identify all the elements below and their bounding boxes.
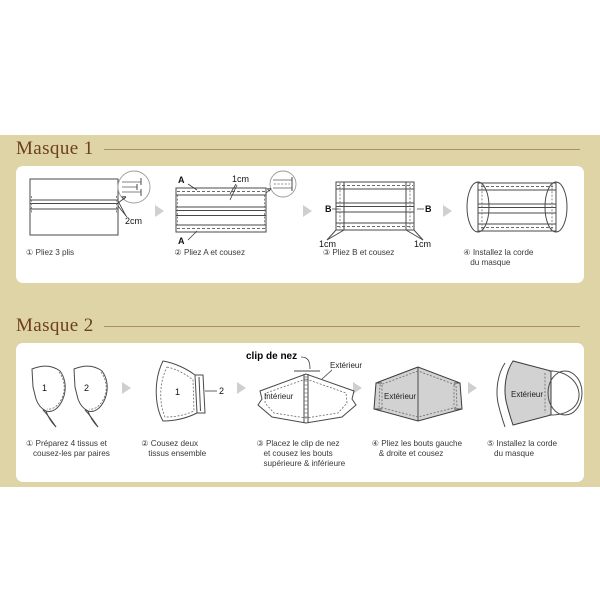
step-2-1-text2: cousez-les par paires [33, 449, 110, 458]
step-2-3: clip de nez [246, 347, 363, 482]
label-piece-1b: 1 [175, 387, 180, 397]
step-1-4-marker: ④ [463, 248, 471, 257]
section-2-steps: 1 2 [16, 343, 584, 482]
step-1-1-text: Pliez 3 plis [35, 248, 75, 257]
step-2-2: 2 1 ② Cousez deux tissus ensemble [137, 347, 232, 482]
step-1-4-text: Installez la corde [472, 248, 534, 257]
label-2cm: 2cm [125, 216, 142, 226]
step-1-3-text: Pliez B et cousez [332, 248, 395, 257]
step-2-3-text3: supérieure & inférieure [263, 459, 346, 468]
section-masque-2: Masque 2 [0, 312, 600, 482]
label-1cm-left: 1cm [319, 239, 336, 249]
step-2-3-caption: ③ Placez le clip de nez et cousez les bo… [252, 439, 345, 469]
section-1-rule [103, 148, 580, 150]
step-2-5-figure: Extérieur [483, 347, 583, 439]
section-2-title: Masque 2 [16, 315, 94, 336]
step-2-4-text2: & droite et cousez [378, 449, 444, 458]
step-2-1-text: Préparez 4 tissus et [35, 439, 107, 448]
step-2-1-marker: ① [26, 439, 34, 448]
arrow-right-triangle-icon-4 [117, 347, 137, 482]
arrow-right-triangle-icon-1 [149, 170, 171, 283]
label-1cm-right: 1cm [414, 239, 431, 249]
label-A-top: A [178, 175, 185, 185]
step-2-4-text: Pliez les bouts gauche [381, 439, 463, 448]
step-1-3-figure: B B 1cm 1cm [319, 170, 438, 249]
step-2-4-figure: Extérieur [368, 347, 463, 439]
section-2-rule [103, 325, 580, 327]
step-2-2-marker: ② [141, 439, 149, 448]
section-1-title: Masque 1 [16, 138, 94, 159]
step-1-1: 2cm ① Pliez 3 plis [22, 170, 151, 283]
step-2-3-text2: et cousez les bouts [263, 449, 333, 458]
section-2-card: 1 2 [16, 343, 584, 482]
step-1-2: A A 1cm [170, 170, 297, 283]
label-exterieur-5: Extérieur [511, 390, 543, 399]
label-B-left: B [325, 204, 332, 214]
step-1-3-marker: ③ [322, 248, 331, 257]
step-2-5-text: Installez la corde [496, 439, 558, 448]
label-piece-2b: 2 [219, 386, 224, 396]
section-2-header: Masque 2 [16, 312, 584, 340]
arrow-right-triangle-icon-5 [232, 347, 252, 482]
step-1-4-text2: du masque [470, 258, 511, 267]
step-2-1-caption: ① Préparez 4 tissus et cousez-les par pa… [22, 439, 110, 459]
step-2-2-text2: tissus ensemble [148, 449, 207, 458]
step-2-5-caption: ⑤ Installez la corde du masque [483, 439, 557, 459]
step-2-5-text2: du masque [493, 449, 534, 458]
step-2-4: Extérieur ④ Pliez les bouts gauche & dro… [368, 347, 463, 482]
instructions-panel: Masque 1 [0, 135, 600, 487]
step-2-1-figure: 1 2 [22, 347, 117, 439]
step-1-3: B B 1cm 1cm ③ Pliez B et cousez [319, 170, 438, 283]
step-2-3-text: Placez le clip de nez [266, 439, 340, 448]
label-A-bottom: A [178, 236, 185, 246]
arrow-right-triangle-icon-2 [297, 170, 319, 283]
step-2-3-marker: ③ [256, 439, 264, 448]
label-piece-2: 2 [84, 383, 89, 393]
step-2-4-marker: ④ [371, 439, 379, 448]
label-piece-1: 1 [42, 383, 47, 393]
section-1-card: 2cm ① Pliez 3 plis [16, 166, 584, 283]
step-2-1: 1 2 [22, 347, 117, 482]
section-1-steps: 2cm ① Pliez 3 plis [16, 166, 584, 283]
label-clip-de-nez: clip de nez [246, 351, 297, 362]
arrow-right-triangle-icon-3 [438, 170, 460, 283]
label-interieur: Intérieur [264, 392, 294, 401]
step-1-4: ④ Installez la corde du masque [459, 170, 578, 283]
step-2-3-figure: clip de nez [246, 347, 363, 439]
step-1-4-caption: ④ Installez la corde du masque [459, 248, 533, 268]
step-1-1-figure: 2cm [22, 170, 151, 248]
step-1-4-figure [459, 170, 578, 248]
label-exterieur-4: Extérieur [384, 392, 416, 401]
step-2-5: Extérieur ⑤ Installez la corde du masque [483, 347, 583, 482]
step-1-2-marker: ② [174, 248, 182, 257]
step-2-5-marker: ⑤ [486, 439, 495, 448]
step-2-2-figure: 2 1 [137, 347, 232, 439]
label-exterieur-3: Extérieur [330, 361, 362, 370]
step-1-2-figure: A A 1cm [170, 170, 297, 248]
step-1-1-caption: ① Pliez 3 plis [22, 248, 74, 258]
step-1-2-text: Pliez A et cousez [183, 248, 245, 257]
step-2-2-text: Cousez deux [150, 439, 199, 448]
step-1-1-marker: ① [26, 248, 34, 257]
label-B-right: B [425, 204, 432, 214]
step-1-3-caption: ③ Pliez B et cousez [319, 248, 395, 258]
step-2-4-caption: ④ Pliez les bouts gauche & droite et cou… [368, 439, 462, 459]
section-1-header: Masque 1 [16, 135, 584, 163]
arrow-right-triangle-icon-7 [463, 347, 483, 482]
section-masque-1: Masque 1 [0, 135, 600, 283]
label-1cm: 1cm [232, 174, 249, 184]
step-1-2-caption: ② Pliez A et cousez [170, 248, 245, 258]
step-2-2-caption: ② Cousez deux tissus ensemble [137, 439, 206, 459]
